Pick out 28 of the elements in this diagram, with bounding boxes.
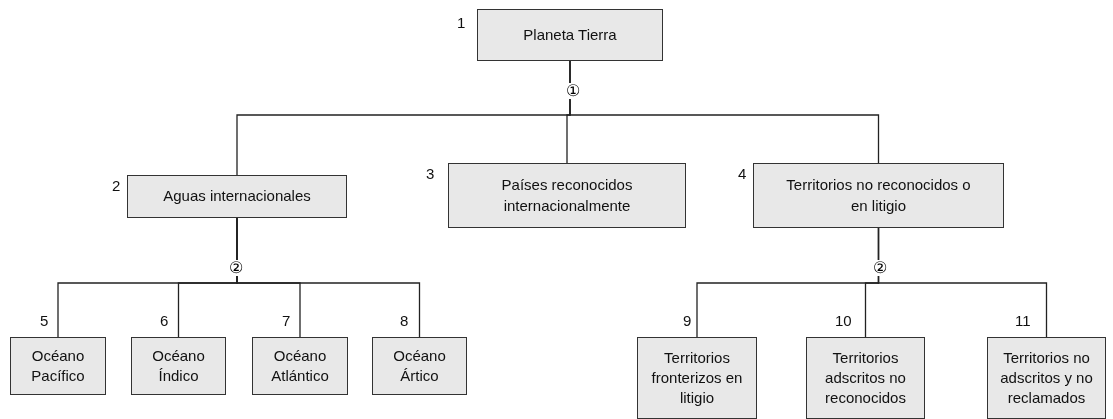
node-number: 1 xyxy=(457,14,466,31)
node-number: 6 xyxy=(160,312,169,329)
category-box: Océano Índico xyxy=(131,337,226,395)
circled-number: ② xyxy=(228,260,244,276)
category-box: Océano Pacífico xyxy=(10,337,106,395)
node-number: 5 xyxy=(40,312,49,329)
node-number: 10 xyxy=(835,312,852,329)
category-box: Territorios no reconocidos o en litigio xyxy=(753,163,1004,228)
circled-number: ① xyxy=(565,83,581,99)
node-number: 2 xyxy=(112,177,121,194)
circled-number: ② xyxy=(872,260,888,276)
node-number: 8 xyxy=(400,312,409,329)
connector-line xyxy=(236,217,421,338)
category-box: Planeta Tierra xyxy=(477,9,663,61)
category-box: Territorios adscritos no reconocidos xyxy=(806,337,925,419)
category-box: Países reconocidos internacionalmente xyxy=(448,163,686,228)
connector-line xyxy=(877,227,1048,338)
node-number: 7 xyxy=(282,312,291,329)
node-number: 4 xyxy=(738,165,747,182)
category-box: Océano Ártico xyxy=(372,337,467,395)
category-box: Océano Atlántico xyxy=(252,337,348,395)
category-box: Aguas internacionales xyxy=(127,175,347,218)
node-number: 9 xyxy=(683,312,692,329)
node-number: 3 xyxy=(426,165,435,182)
category-box: Territorios fronterizos en litigio xyxy=(637,337,757,419)
node-number: 11 xyxy=(1015,312,1031,329)
category-box: Territorios no adscritos y no reclamados xyxy=(987,337,1106,419)
connector-line xyxy=(569,60,880,164)
